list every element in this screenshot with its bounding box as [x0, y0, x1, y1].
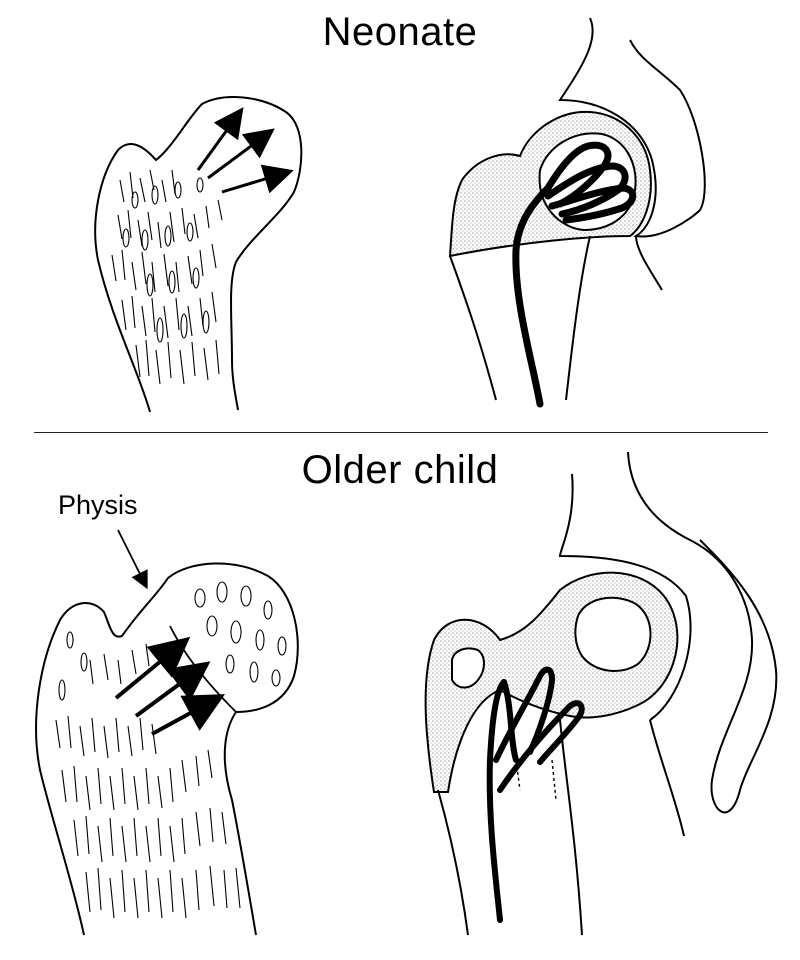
older-child-pelvis-outline: [627, 451, 778, 814]
neonate-artery: [512, 141, 637, 408]
neonate-growth-arrows: [196, 107, 294, 194]
older-child-arrow-3: [151, 694, 226, 736]
older-child-ossific-nucleus: [574, 596, 652, 672]
older-child-trabecular-texture: [55, 581, 287, 919]
physis-label: Physis: [58, 490, 138, 520]
neonate-arrow-2: [207, 128, 275, 180]
neonate-title: Neonate: [322, 10, 478, 54]
older-child-title: Older child: [301, 448, 499, 492]
panel-divider: [34, 432, 768, 433]
neonate-pelvis-outline: [558, 17, 706, 238]
older-child-arrow-2: [134, 661, 211, 718]
older-child-metaphysis-window: [451, 647, 485, 689]
neonate-femoral-shaft-outline: [449, 235, 591, 401]
neonate-arrow-1: [196, 107, 244, 171]
neonate-hip: [448, 17, 706, 408]
physis-pointer-arrow: [117, 529, 148, 590]
older-child-arrow-1: [114, 636, 191, 700]
older-child-growth-arrows: [114, 636, 226, 736]
neonate-arrow-3: [221, 164, 294, 194]
older-child-femoral-shaft-outline: [437, 719, 583, 936]
neonate-trabecular-texture: [111, 169, 223, 385]
older-child-hip: [424, 451, 778, 936]
older-child-femur: [35, 529, 299, 936]
neonate-femur: [94, 96, 303, 413]
older-child-artery: [486, 666, 585, 923]
neonate-femur-outline: [94, 96, 303, 413]
older-child-femur-outline: [35, 562, 299, 936]
